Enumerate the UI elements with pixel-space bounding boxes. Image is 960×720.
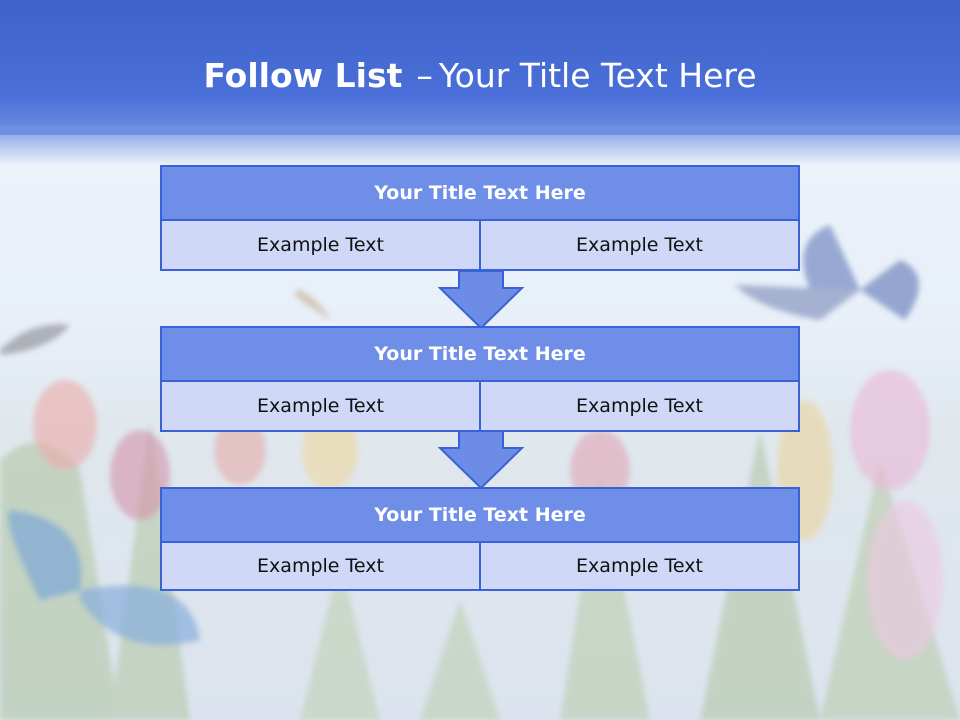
- step-cell-right: Example Text: [481, 382, 800, 432]
- title-rest: Your Title Text Here: [438, 56, 757, 95]
- step-cell-right: Example Text: [481, 221, 800, 271]
- step-cell-left: Example Text: [160, 221, 481, 271]
- step-title: Your Title Text Here: [160, 326, 800, 382]
- down-arrow-icon: [438, 270, 524, 330]
- step-cell-left: Example Text: [160, 382, 481, 432]
- header-band: [0, 0, 960, 135]
- title-separator: –: [416, 56, 433, 95]
- step-row: Example Text Example Text: [160, 221, 800, 271]
- step-row: Example Text Example Text: [160, 382, 800, 432]
- step-cell-right: Example Text: [481, 543, 800, 591]
- step-block: Your Title Text Here Example Text Exampl…: [160, 487, 800, 591]
- step-title: Your Title Text Here: [160, 487, 800, 543]
- step-block: Your Title Text Here Example Text Exampl…: [160, 165, 800, 271]
- step-row: Example Text Example Text: [160, 543, 800, 591]
- step-block: Your Title Text Here Example Text Exampl…: [160, 326, 800, 432]
- header-fade: [0, 125, 960, 165]
- title-bold: Follow List: [203, 56, 403, 95]
- step-title: Your Title Text Here: [160, 165, 800, 221]
- down-arrow-icon: [438, 430, 524, 490]
- slide-title: Follow List–Your Title Text Here: [0, 56, 960, 96]
- step-cell-left: Example Text: [160, 543, 481, 591]
